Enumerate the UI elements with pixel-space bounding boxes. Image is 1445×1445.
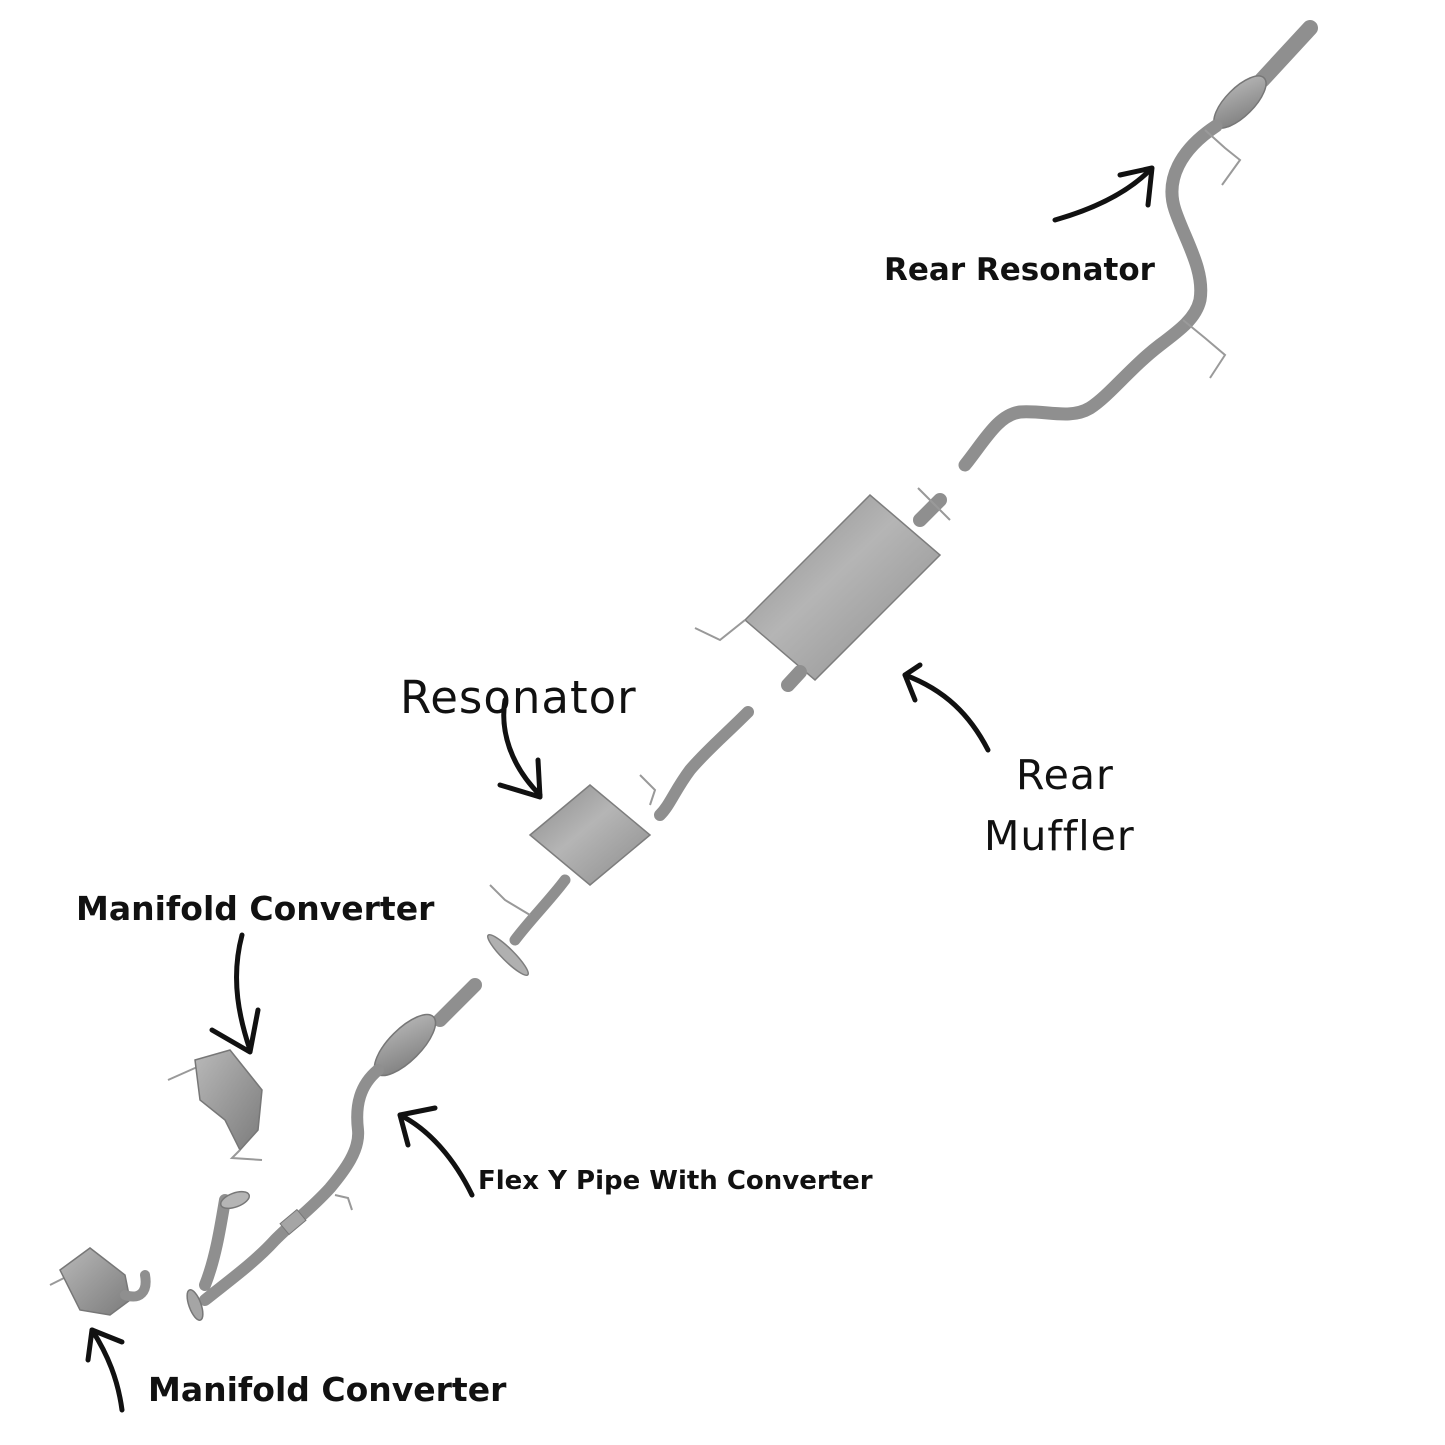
- rear-muffler-body: [743, 493, 942, 682]
- resonator-body: [528, 784, 652, 886]
- resonator-inlet-pipe: [654, 706, 754, 821]
- rear-muffler-section: [694, 487, 951, 692]
- flex-y-pipe: [199, 1064, 384, 1306]
- label-manifold-converter-top: Manifold Converter: [76, 889, 435, 928]
- muffler-hanger: [694, 619, 746, 642]
- manifold-converter-top-part: [167, 1049, 263, 1161]
- label-flex-y-pipe: Flex Y Pipe With Converter: [478, 1166, 873, 1196]
- rear-tailpipe: [958, 119, 1223, 472]
- arrow-manifold-bottom: [85, 1327, 125, 1413]
- label-resonator: Resonator: [400, 671, 637, 724]
- manifold-converter-bottom-part: [49, 1247, 151, 1316]
- manifold-converter-bottom-body: [59, 1247, 131, 1316]
- annotation-arrows: [85, 165, 1155, 1413]
- arrow-manifold-top: [209, 932, 261, 1055]
- arrow-resonator: [497, 697, 543, 800]
- manifold-converter-top-body: [194, 1049, 263, 1152]
- label-manifold-converter-bottom: Manifold Converter: [148, 1370, 507, 1409]
- flex-y-pipe-section: [186, 978, 482, 1321]
- rear-hanger-1: [1204, 129, 1242, 186]
- resonator-flange: [487, 934, 529, 976]
- label-rear-muffler-line2: Muffler: [984, 812, 1135, 860]
- rear-resonator-section: [958, 20, 1318, 472]
- arrow-rear-muffler: [902, 662, 991, 753]
- arrow-rear-resonator: [1052, 165, 1155, 223]
- arrow-flex-y: [397, 1105, 475, 1198]
- label-rear-muffler: Rear Muffler: [984, 745, 1135, 867]
- rear-hanger-2: [1182, 319, 1227, 379]
- resonator-section: [487, 706, 754, 976]
- label-rear-muffler-line1: Rear: [1016, 751, 1114, 799]
- label-rear-resonator: Rear Resonator: [884, 252, 1155, 288]
